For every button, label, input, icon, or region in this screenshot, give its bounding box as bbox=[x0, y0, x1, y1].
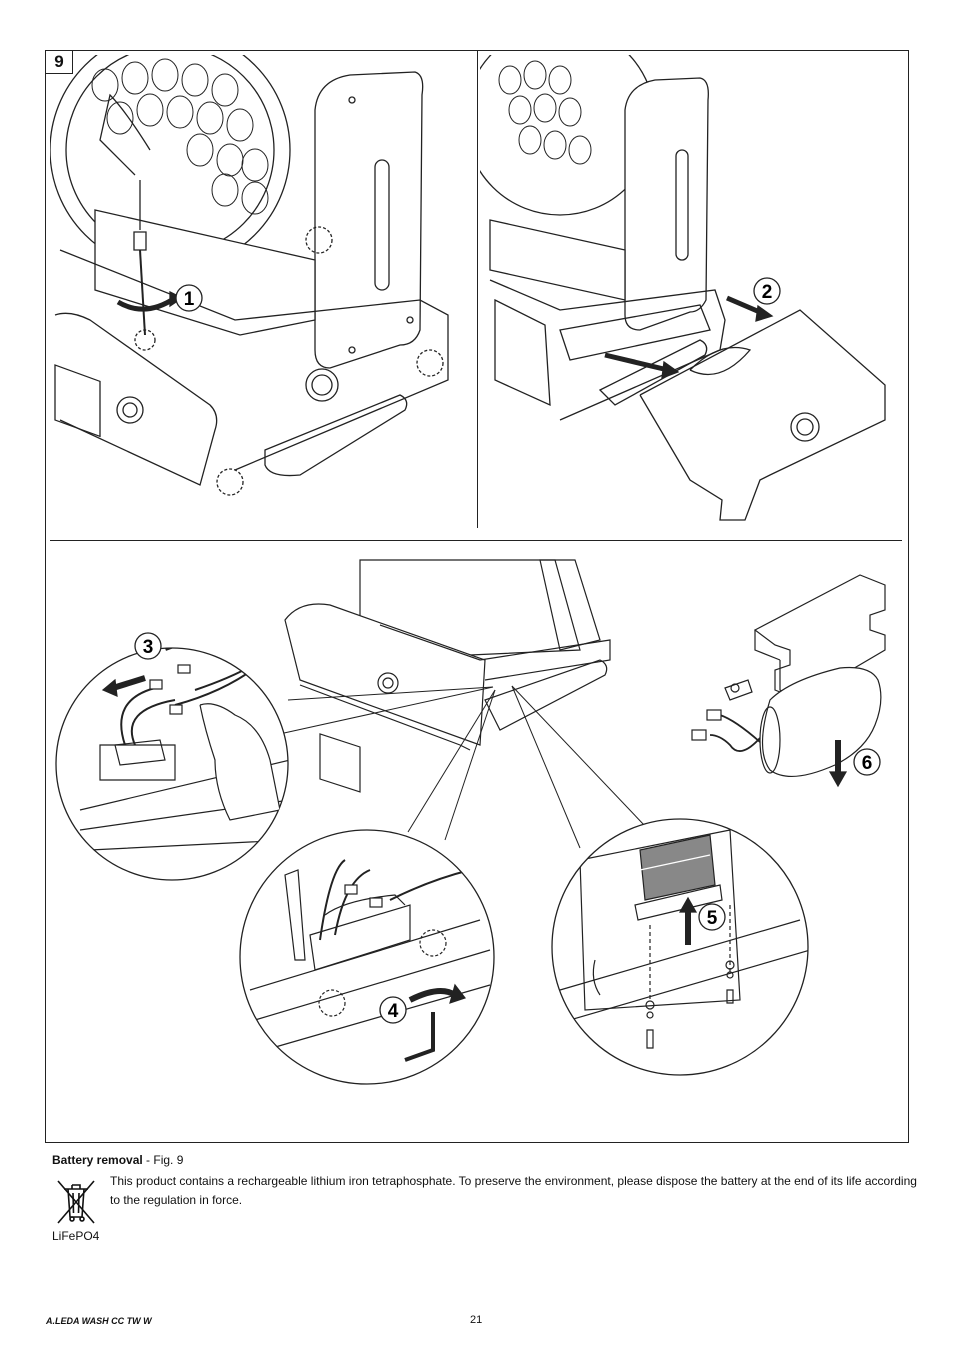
crossed-out-bin-icon bbox=[57, 1180, 95, 1224]
panel-b-drawing bbox=[480, 55, 886, 521]
disposal-notice: This product contains a rechargeable lit… bbox=[110, 1174, 917, 1207]
step-5-label: 5 bbox=[707, 908, 718, 929]
step-2-label: 2 bbox=[762, 282, 773, 303]
figure-number-badge: 9 bbox=[45, 50, 73, 74]
caption: Battery removal - Fig. 9 bbox=[52, 1153, 183, 1167]
detail-circle-5 bbox=[551, 818, 809, 1076]
step-3-marker bbox=[134, 632, 162, 660]
footer-product-name: A.LEDA WASH CC TW W bbox=[46, 1316, 152, 1326]
step-2-marker bbox=[753, 277, 781, 305]
battery-exploded-drawing bbox=[691, 574, 886, 788]
caption-suffix: - Fig. 9 bbox=[142, 1153, 184, 1167]
step-6-marker bbox=[853, 748, 881, 776]
step-1-marker bbox=[175, 284, 203, 312]
step-4-marker bbox=[379, 996, 407, 1024]
page-number: 21 bbox=[470, 1314, 483, 1326]
panel-divider-vertical bbox=[477, 50, 478, 528]
battery-chemistry-label: LiFePO4 bbox=[52, 1229, 100, 1243]
panel-a-drawing bbox=[50, 55, 449, 496]
callout-lines bbox=[274, 685, 646, 849]
panel-c-unit-drawing bbox=[284, 559, 611, 793]
detail-4-drawing bbox=[249, 859, 491, 1062]
step-6-label: 6 bbox=[862, 753, 873, 774]
step-4-label: 4 bbox=[388, 1001, 399, 1022]
step-3-label: 3 bbox=[143, 637, 154, 658]
caption-title: Battery removal bbox=[52, 1153, 143, 1167]
detail-5-drawing bbox=[559, 829, 808, 1049]
step-5-marker bbox=[698, 903, 726, 931]
panel-divider-horizontal bbox=[50, 540, 902, 541]
detail-circle-4 bbox=[239, 829, 495, 1085]
step-1-label: 1 bbox=[184, 289, 195, 310]
